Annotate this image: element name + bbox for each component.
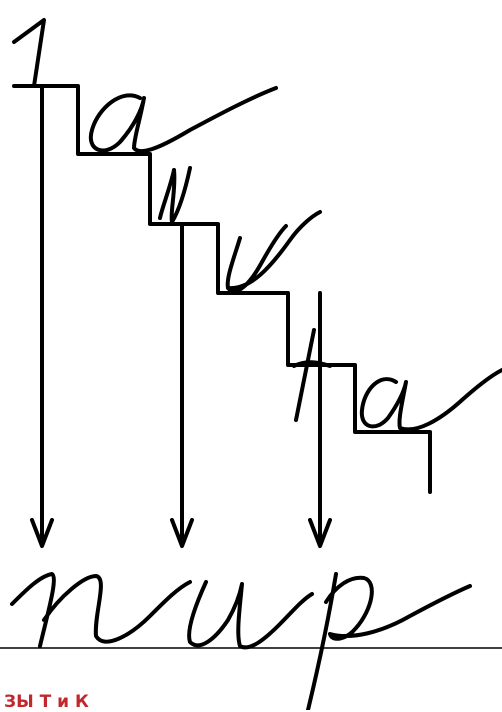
arrow-2 — [170, 222, 194, 548]
staircase-outline — [12, 84, 432, 494]
step-2-letter-a — [88, 86, 278, 154]
step-1-digit — [12, 18, 46, 88]
arrow-1 — [30, 84, 54, 548]
result-word-pir — [10, 572, 472, 710]
step-5-letter-t — [292, 328, 332, 422]
step-4-letter-i — [225, 210, 322, 294]
arrow-3 — [308, 291, 332, 548]
caption-text: ЗЫ Т и К — [4, 692, 89, 712]
step-6-letter-a — [359, 368, 502, 432]
step-3-letter-i — [158, 166, 192, 224]
